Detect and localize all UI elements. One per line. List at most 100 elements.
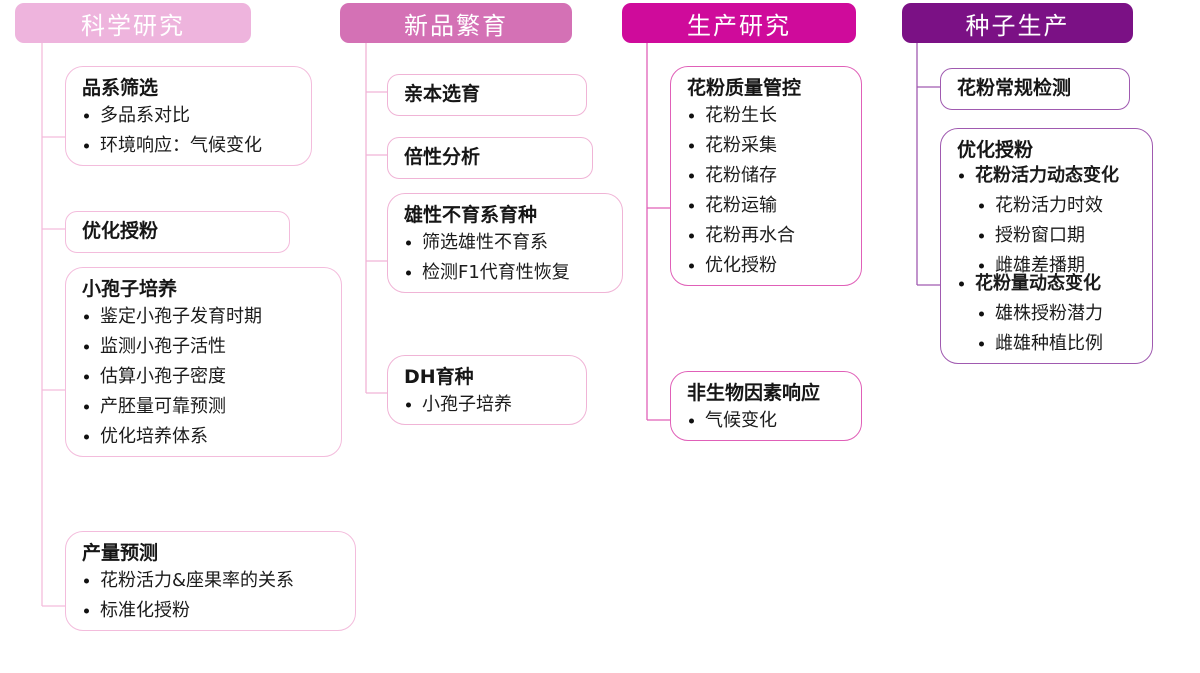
node-ploidy-analysis[interactable]: 倍性分析 — [387, 137, 593, 179]
node-male-sterile-breeding[interactable]: 雄性不育系育种 筛选雄性不育系 检测F1代育性恢复 — [387, 193, 623, 293]
list-item[interactable]: 产胚量可靠预测 — [82, 395, 327, 417]
column-header-production-research[interactable]: 生产研究 — [622, 3, 856, 43]
node-item-list: 花粉活力&座果率的关系 标准化授粉 — [82, 569, 341, 621]
list-item-label: 花粉运输 — [705, 194, 777, 216]
list-item[interactable]: 多品系对比 — [82, 104, 297, 126]
list-item[interactable]: 花粉生长 — [687, 106, 847, 125]
bullet-icon — [959, 173, 964, 179]
list-item-label: 监测小孢子活性 — [100, 335, 226, 357]
node-pollen-quality-control[interactable]: 花粉质量管控 花粉生长 花粉采集 花粉储存 花粉运输 花粉再水合 优化授粉 — [670, 66, 862, 286]
sub-list-wrapper: 花粉活力时效 授粉窗口期 雌雄差播期 — [957, 196, 1138, 275]
column-header-label: 新品繁育 — [404, 11, 508, 40]
node-line-screening[interactable]: 品系筛选 多品系对比 环境响应：气候变化 — [65, 66, 312, 166]
bullet-icon — [84, 143, 89, 149]
list-item[interactable]: 鉴定小孢子发育时期 — [82, 305, 327, 327]
sub-list-item[interactable]: 花粉活力时效 — [977, 196, 1138, 215]
sub-list-item[interactable]: 雌雄种植比例 — [977, 332, 1138, 354]
list-item-label: 鉴定小孢子发育时期 — [100, 305, 262, 327]
list-item[interactable]: 检测F1代育性恢复 — [404, 263, 608, 282]
list-item-label: 花粉采集 — [705, 134, 777, 156]
bullet-icon — [979, 311, 984, 317]
list-item[interactable]: 花粉量动态变化 — [957, 272, 1138, 294]
bullet-icon — [84, 434, 89, 440]
list-item-label: 花粉量动态变化 — [975, 272, 1101, 294]
node-item-list: 花粉生长 花粉采集 花粉储存 花粉运输 花粉再水合 优化授粉 — [687, 106, 847, 276]
node-item-list: 小孢子培养 — [404, 393, 572, 415]
sub-list-wrapper: 雄株授粉潜力 雌雄种植比例 — [957, 304, 1138, 354]
node-yield-prediction[interactable]: 产量预测 花粉活力&座果率的关系 标准化授粉 — [65, 531, 356, 631]
list-item[interactable]: 估算小孢子密度 — [82, 367, 327, 386]
bullet-icon — [84, 314, 89, 320]
list-item[interactable]: 花粉储存 — [687, 164, 847, 186]
node-optimize-pollination[interactable]: 优化授粉 — [65, 211, 290, 253]
list-item-label: 筛选雄性不育系 — [422, 231, 548, 253]
node-title: 优化授粉 — [957, 139, 1034, 161]
list-item-label: 花粉活力动态变化 — [975, 164, 1119, 186]
list-item-label: 花粉活力&座果率的关系 — [100, 569, 295, 591]
list-item[interactable]: 小孢子培养 — [404, 393, 572, 415]
bullet-icon — [979, 233, 984, 239]
list-item-label: 小孢子培养 — [422, 393, 512, 415]
node-pollen-routine-test[interactable]: 花粉常规检测 — [940, 68, 1130, 110]
sub-list-item[interactable]: 雌雄差播期 — [977, 256, 1138, 275]
list-item[interactable]: 环境响应：气候变化 — [82, 136, 297, 155]
list-item[interactable]: 花粉采集 — [687, 134, 847, 156]
node-item-list: 筛选雄性不育系 检测F1代育性恢复 — [404, 231, 608, 282]
column-header-seed-production[interactable]: 种子生产 — [902, 3, 1133, 43]
node-item-list: 气候变化 — [687, 411, 847, 430]
list-item-label: 优化授粉 — [705, 254, 777, 276]
bullet-icon — [689, 233, 694, 239]
node-title: 花粉质量管控 — [687, 77, 802, 99]
list-item[interactable]: 优化授粉 — [687, 254, 847, 276]
bullet-icon — [689, 143, 694, 149]
bullet-icon — [406, 402, 411, 408]
column-header-label: 科学研究 — [81, 11, 185, 40]
node-optimize-pollination-seed[interactable]: 优化授粉 花粉活力动态变化 花粉活力时效 授粉窗口期 雌雄差播期 花粉量动态变化… — [940, 128, 1153, 364]
node-item-list: 多品系对比 环境响应：气候变化 — [82, 104, 297, 155]
list-item-label: 产胚量可靠预测 — [100, 395, 226, 417]
sub-list-item[interactable]: 授粉窗口期 — [977, 226, 1138, 245]
bullet-icon — [84, 374, 89, 380]
column-header-new-variety-breeding[interactable]: 新品繁育 — [340, 3, 572, 43]
node-title: 倍性分析 — [404, 146, 481, 168]
list-item[interactable]: 标准化授粉 — [82, 599, 341, 621]
column-header-science-research[interactable]: 科学研究 — [15, 3, 251, 43]
bullet-icon — [689, 173, 694, 179]
node-abiotic-response[interactable]: 非生物因素响应 气候变化 — [670, 371, 862, 441]
list-item[interactable]: 花粉活力&座果率的关系 — [82, 569, 341, 591]
node-item-list: 花粉活力动态变化 花粉活力时效 授粉窗口期 雌雄差播期 花粉量动态变化 雄株授粉… — [957, 164, 1138, 354]
list-item[interactable]: 优化培养体系 — [82, 425, 327, 447]
sub-list-item-label: 雌雄种植比例 — [995, 332, 1103, 354]
node-title: 雄性不育系育种 — [404, 204, 538, 226]
list-item[interactable]: 花粉活力动态变化 — [957, 164, 1138, 186]
list-item[interactable]: 花粉运输 — [687, 194, 847, 216]
list-item-label: 多品系对比 — [100, 104, 190, 126]
node-dh-breeding[interactable]: DH育种 小孢子培养 — [387, 355, 587, 425]
list-item-label: 优化培养体系 — [100, 425, 208, 447]
node-title: 亲本选育 — [404, 83, 481, 105]
list-item[interactable]: 筛选雄性不育系 — [404, 231, 608, 253]
node-title: 优化授粉 — [82, 220, 159, 242]
node-title: 花粉常规检测 — [957, 77, 1072, 99]
node-item-list: 鉴定小孢子发育时期 监测小孢子活性 估算小孢子密度 产胚量可靠预测 优化培养体系 — [82, 305, 327, 447]
node-title: 产量预测 — [82, 542, 159, 564]
sub-list-item[interactable]: 雄株授粉潜力 — [977, 304, 1138, 323]
bullet-icon — [689, 263, 694, 269]
node-title: DH育种 — [404, 366, 474, 388]
bullet-icon — [979, 341, 984, 347]
bullet-icon — [84, 344, 89, 350]
list-item[interactable]: 花粉再水合 — [687, 226, 847, 245]
bullet-icon — [689, 418, 694, 424]
list-item-label: 标准化授粉 — [100, 599, 190, 621]
bullet-icon — [689, 113, 694, 119]
list-item[interactable]: 气候变化 — [687, 411, 847, 430]
bullet-icon — [84, 113, 89, 119]
node-microspore-culture[interactable]: 小孢子培养 鉴定小孢子发育时期 监测小孢子活性 估算小孢子密度 产胚量可靠预测 … — [65, 267, 342, 457]
bullet-icon — [689, 203, 694, 209]
list-item-label: 花粉储存 — [705, 164, 777, 186]
node-sub-list: 雄株授粉潜力 雌雄种植比例 — [957, 304, 1138, 354]
bullet-icon — [84, 578, 89, 584]
node-parent-selection[interactable]: 亲本选育 — [387, 74, 587, 116]
node-title: 非生物因素响应 — [687, 382, 821, 404]
list-item[interactable]: 监测小孢子活性 — [82, 335, 327, 357]
